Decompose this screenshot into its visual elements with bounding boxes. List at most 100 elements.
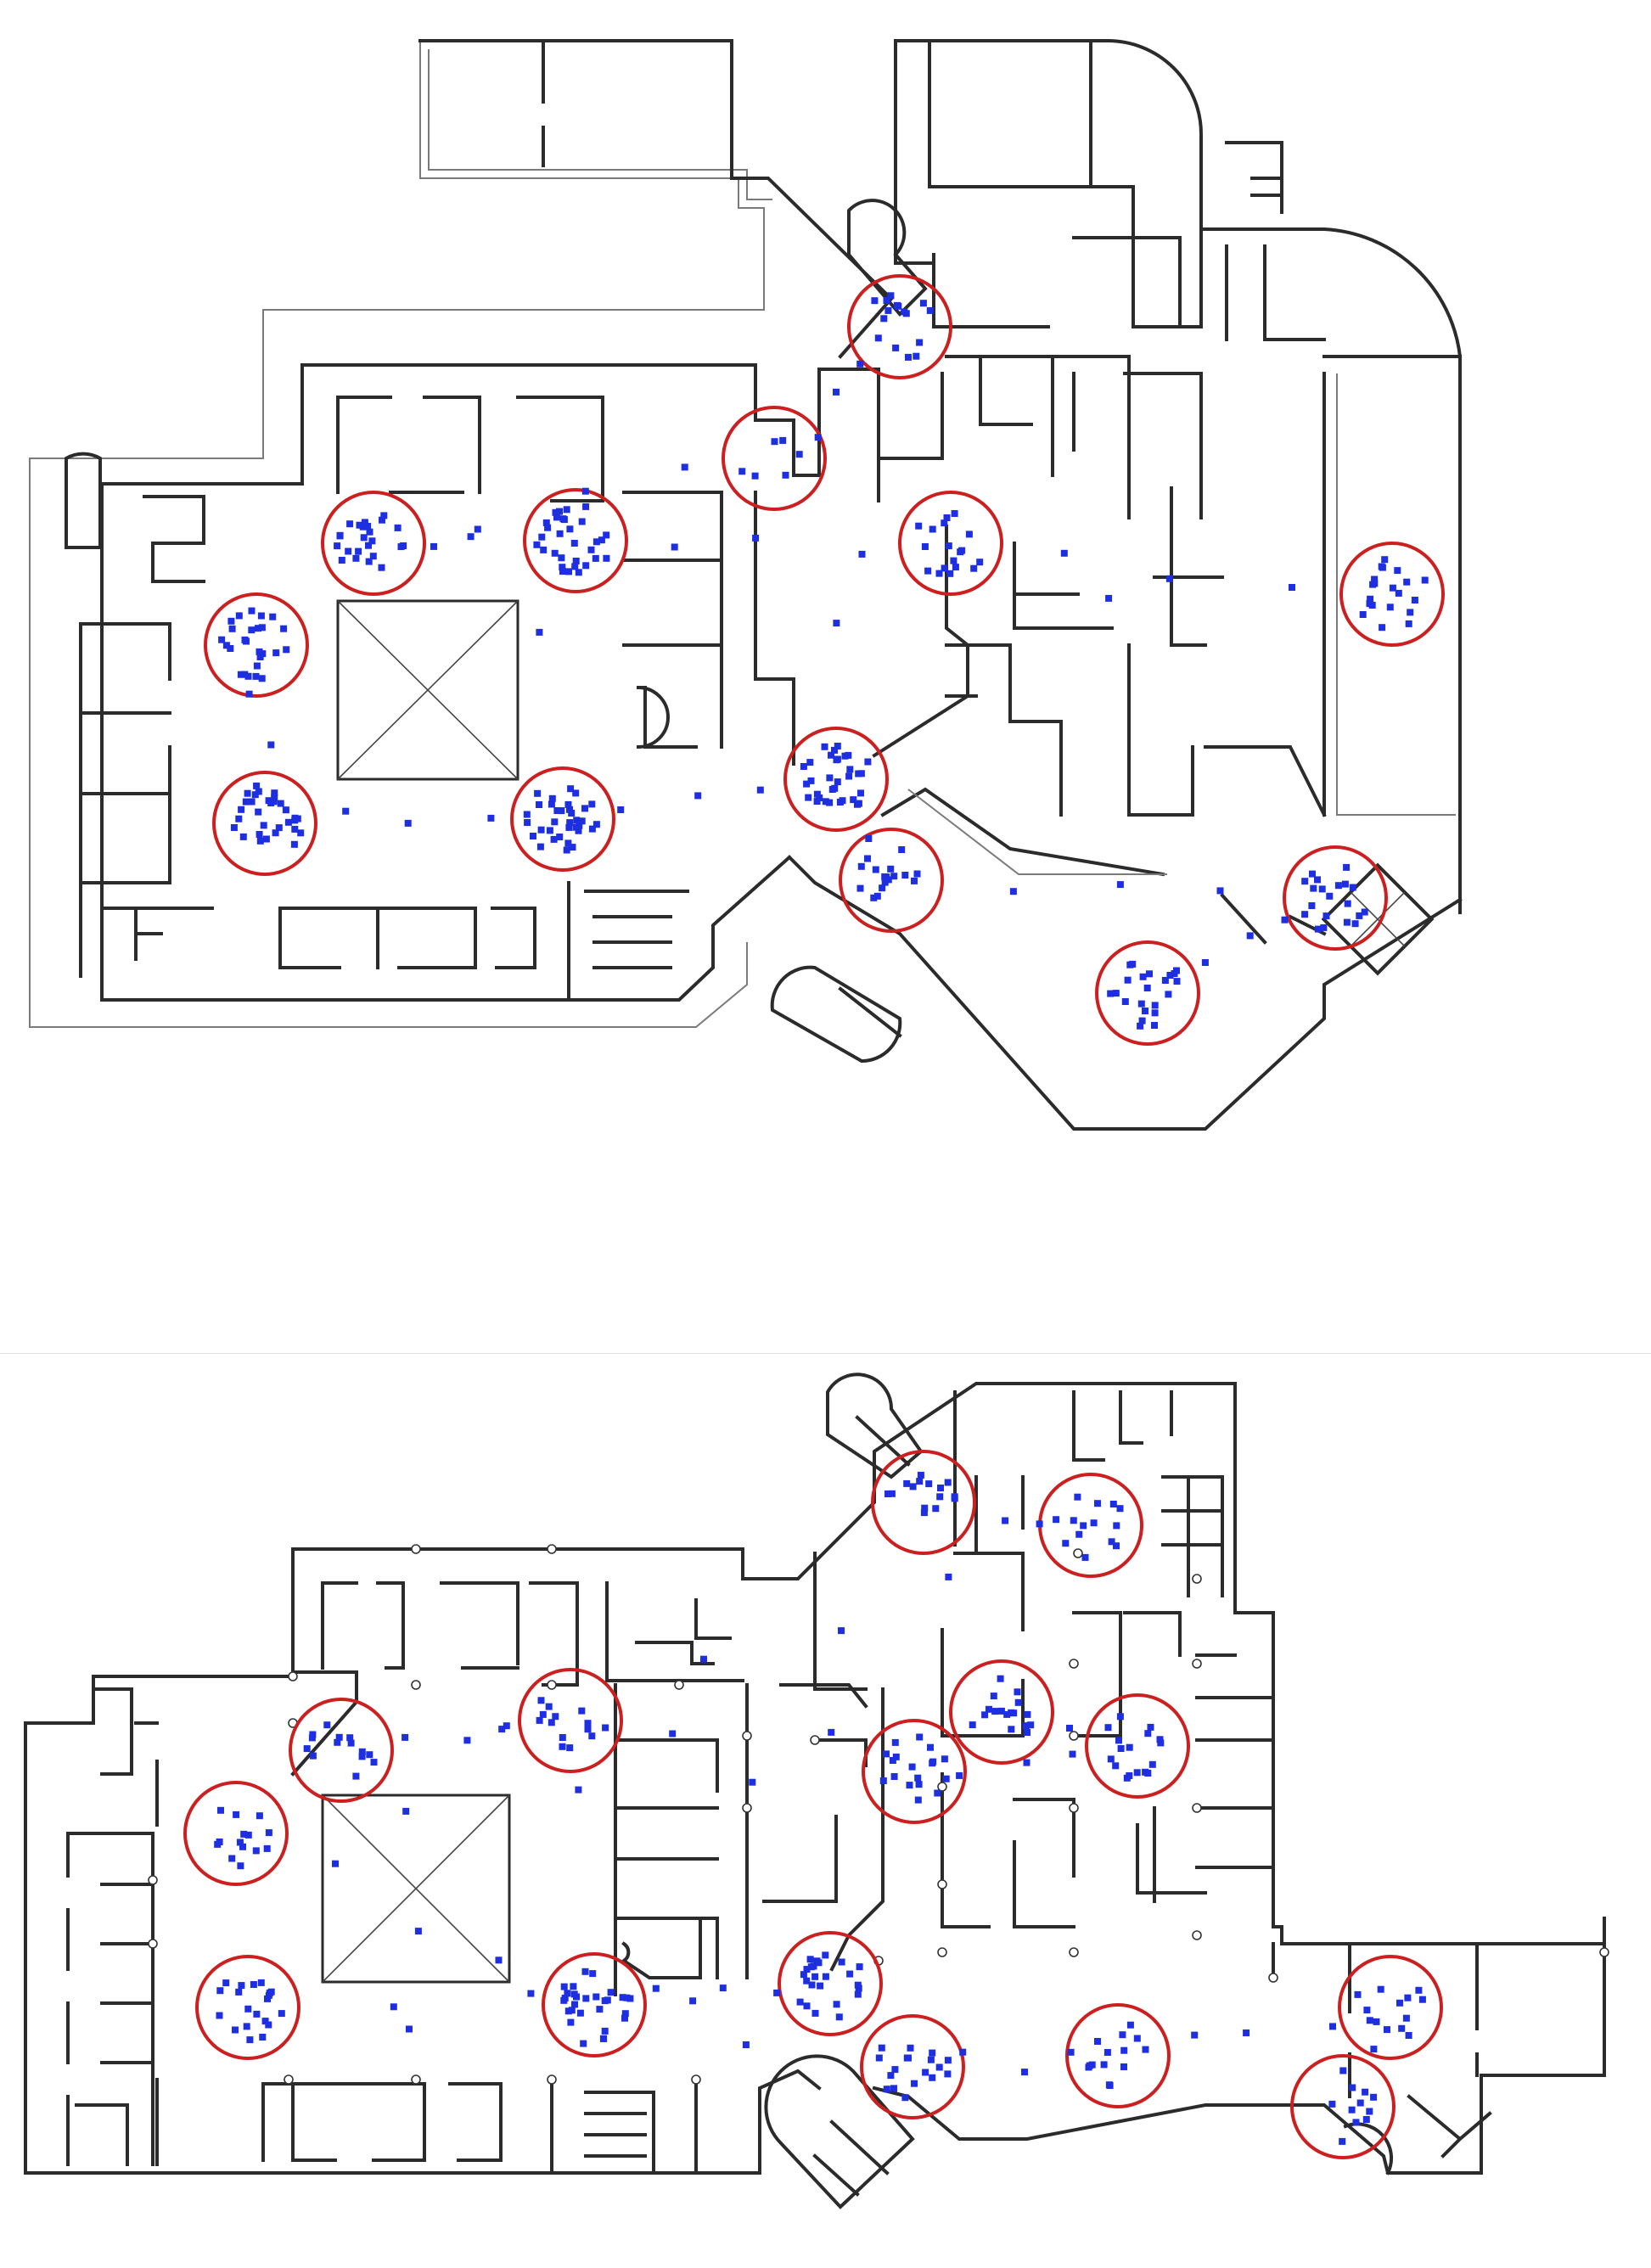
sample-point [914,1796,922,1804]
sample-point [262,835,270,843]
sample-point [463,1737,471,1744]
sample-point [1151,1009,1159,1017]
sample-point [1349,2084,1356,2091]
sample-point [1105,2081,1113,2089]
sample-point [551,818,559,826]
sample-point [1371,580,1379,587]
sample-point [566,819,574,827]
sample-point [1126,1772,1133,1779]
floor-plan-bottom [0,1358,1651,2268]
sample-point [335,1733,343,1741]
sample-point [1368,602,1376,609]
sample-point [607,1989,615,1996]
sample-point [582,502,590,510]
sample-point [1142,2046,1149,2053]
sample-point [1362,2088,1369,2096]
sample-point [559,564,566,571]
sample-point [542,519,550,526]
sample-point [238,1982,245,1990]
sample-point [929,2049,936,2057]
cluster-circle [1283,845,1388,951]
sample-point [1100,2061,1108,2069]
cluster-circle [289,1698,394,1803]
sample-point [1067,2048,1075,2056]
sample-point [835,2013,843,2021]
cluster-circle [183,1781,289,1886]
sample-point [256,837,264,845]
sample-point [1075,1530,1083,1538]
sample-point [365,558,373,565]
sample-point [303,1745,311,1753]
sample-point [887,292,895,300]
sample-point [284,818,292,826]
sample-point [581,805,588,812]
sample-point [913,870,921,878]
sample-point [495,1956,503,1964]
sample-point [813,1957,821,1965]
sample-point [1023,1759,1030,1766]
sample-point [553,807,561,814]
sample-point [243,2023,250,2030]
sample-point [914,1774,922,1782]
sample-point [871,297,879,305]
sample-point [1105,594,1113,602]
sample-point [1377,1985,1384,1993]
sample-point [884,306,892,314]
sample-point [803,1977,811,1984]
sample-point [575,827,582,834]
sample-point [1173,978,1181,985]
sample-point [582,1995,590,2002]
sample-point [589,1970,597,1978]
sample-point [260,822,267,829]
sample-point [1024,1729,1031,1736]
cluster-circle [523,488,628,593]
sample-point [839,797,846,805]
sample-point [390,2003,397,2011]
sample-point [297,829,305,837]
sample-point [581,1968,589,1975]
sample-point [255,808,262,816]
sample-point [400,542,407,549]
sample-point [222,642,230,649]
sample-point [1329,2023,1336,2030]
sample-point [834,743,841,749]
sample-point [536,801,542,808]
sample-point [941,1755,948,1763]
sample-point [263,1844,271,1852]
sample-point [883,1750,890,1758]
sample-point [582,562,590,570]
sample-point [924,567,932,575]
cluster-circle [1095,940,1200,1046]
sample-point [272,829,279,837]
sample-point [1109,1501,1117,1507]
sample-point [552,508,559,516]
sample-point [1148,1760,1156,1768]
sample-point [487,814,495,822]
sample-point [856,360,864,368]
sample-point [1201,959,1209,966]
sample-point [916,1478,924,1485]
sample-point [404,819,412,827]
sample-point [560,1996,568,2004]
sample-point [991,1708,999,1715]
sample-point [833,620,840,627]
sample-point [1415,1986,1423,1994]
sample-point [879,1777,887,1784]
sample-point [814,434,822,441]
sample-point [366,528,373,536]
sample-point [813,790,821,798]
door-node [1192,1803,1202,1813]
sample-point [1352,2119,1360,2126]
sample-point [970,564,978,572]
sample-point [1086,2062,1093,2069]
sample-point [237,671,244,678]
sample-point [1351,920,1359,928]
sample-point [901,2094,909,2102]
sample-point [943,514,951,521]
sample-point [845,751,852,759]
sample-point [1370,2093,1378,2101]
sample-point [559,1734,566,1741]
sample-point [556,508,563,515]
sample-point [921,1504,929,1512]
